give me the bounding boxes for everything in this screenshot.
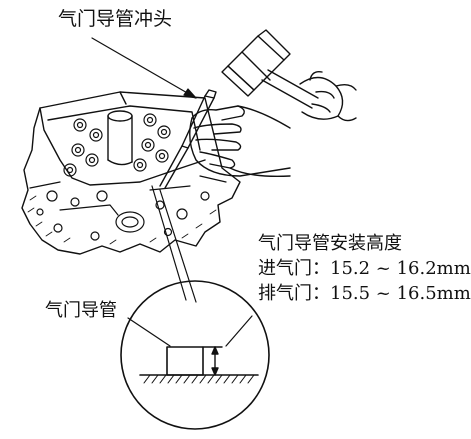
hand-icon xyxy=(189,105,291,178)
valve-guide-label: 气门导管 xyxy=(45,300,117,321)
detail-circle xyxy=(120,280,270,430)
leader-lines xyxy=(91,37,253,347)
punch-label: 气门导管冲头 xyxy=(58,8,173,30)
hammer-icon xyxy=(221,29,357,122)
intake-valve-spec: 进气门：15.2 ~ 16.2mm xyxy=(258,258,471,279)
valve-guide-block xyxy=(166,346,204,376)
cylinder-head-drawing xyxy=(21,91,241,255)
install-height-title: 气门导管安装高度 xyxy=(258,233,402,254)
exhaust-valve-spec: 排气门：15.5 ~ 16.5mm xyxy=(258,283,471,304)
